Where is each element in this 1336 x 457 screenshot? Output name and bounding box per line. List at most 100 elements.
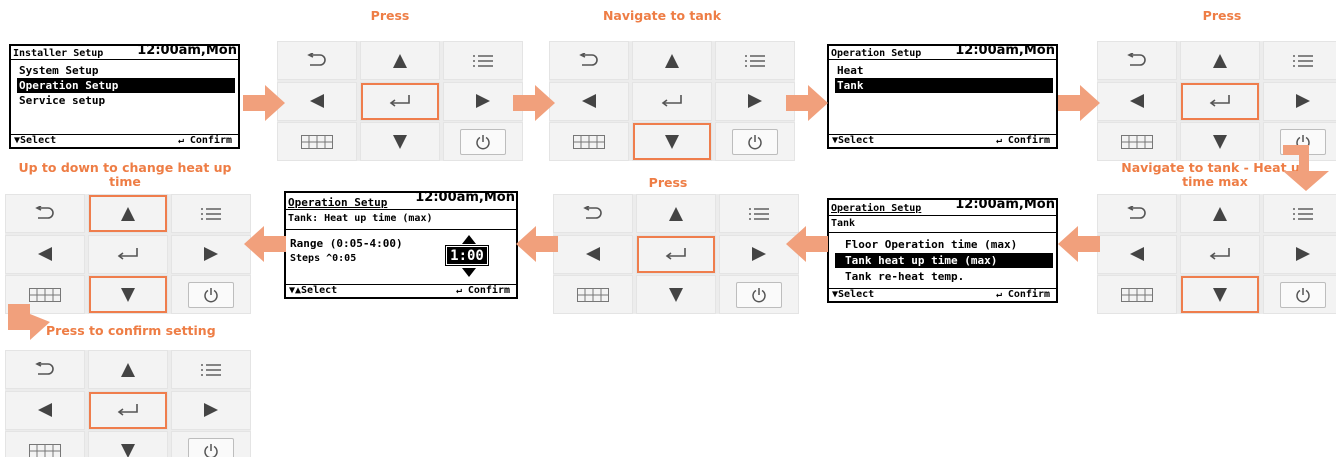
enter-key[interactable] [88, 390, 168, 430]
down-key[interactable] [1180, 122, 1260, 161]
left-key[interactable] [553, 234, 633, 274]
lcd-divider [829, 232, 1056, 233]
menu-item-operation-setup[interactable]: Operation Setup [17, 78, 235, 93]
up-key[interactable] [636, 194, 716, 233]
enter-key[interactable] [636, 234, 716, 274]
caption-navigate-tank-heat: Navigate to tank - Heat up time max [1121, 160, 1309, 189]
grid-icon [1121, 287, 1153, 302]
power-key[interactable] [1263, 275, 1336, 314]
left-key[interactable] [1097, 81, 1177, 121]
menu-item-tank[interactable]: Tank [835, 78, 1053, 93]
back-icon [583, 205, 603, 222]
menu-key[interactable] [171, 350, 251, 389]
back-key[interactable] [553, 194, 633, 233]
left-key[interactable] [5, 390, 85, 430]
back-key[interactable] [5, 350, 85, 389]
right-key[interactable] [171, 234, 251, 274]
right-key[interactable] [1263, 234, 1336, 274]
value-up-arrow-icon[interactable] [462, 235, 476, 244]
down-key[interactable] [1180, 275, 1260, 314]
keypad-4 [1097, 194, 1336, 314]
back-icon [1127, 52, 1147, 69]
menu-key[interactable] [1263, 194, 1336, 233]
power-key[interactable] [443, 122, 523, 161]
grid-key[interactable] [549, 122, 629, 161]
enter-key[interactable] [632, 81, 712, 121]
enter-key[interactable] [360, 81, 440, 121]
up-icon [393, 53, 407, 68]
down-key[interactable] [636, 275, 716, 314]
right-key[interactable] [1263, 81, 1336, 121]
lcd-header: Operation Setup 12:00am,Mon [829, 200, 1056, 216]
back-key[interactable] [277, 41, 357, 80]
up-icon [121, 362, 135, 377]
left-key[interactable] [5, 234, 85, 274]
down-key[interactable] [88, 431, 168, 457]
back-key[interactable] [5, 194, 85, 233]
menu-item-system-setup[interactable]: System Setup [19, 64, 99, 77]
down-key[interactable] [360, 122, 440, 161]
menu-key[interactable] [715, 41, 795, 80]
right-key[interactable] [171, 390, 251, 430]
grid-key[interactable] [1097, 122, 1177, 161]
grid-key[interactable] [1097, 275, 1177, 314]
lcd-time: 12:00am,Mon [137, 44, 237, 58]
menu-key[interactable] [1263, 41, 1336, 80]
up-key[interactable] [88, 194, 168, 233]
menu-item-floor-operation-time[interactable]: Floor Operation time (max) [845, 238, 1018, 251]
steps-label: Steps ^0:05 [290, 253, 357, 264]
up-key[interactable] [1180, 41, 1260, 80]
enter-icon [665, 248, 687, 260]
power-key[interactable] [171, 431, 251, 457]
back-key[interactable] [549, 41, 629, 80]
up-icon [1213, 53, 1227, 68]
up-key[interactable] [88, 350, 168, 389]
flow-arrow-right-3 [786, 85, 828, 121]
footer-select-label: ▼Select [832, 135, 875, 146]
menu-icon [749, 207, 769, 221]
up-key[interactable] [1180, 194, 1260, 233]
enter-key[interactable] [88, 234, 168, 274]
menu-key[interactable] [719, 194, 799, 233]
grid-key[interactable] [277, 122, 357, 161]
left-key[interactable] [549, 81, 629, 121]
right-icon [476, 94, 490, 108]
lcd-header: Operation Setup 12:00am,Mon [829, 46, 1056, 60]
power-key[interactable] [719, 275, 799, 314]
back-key[interactable] [1097, 194, 1177, 233]
menu-item-service-setup[interactable]: Service setup [19, 94, 106, 107]
flow-arrow-left-1 [1058, 226, 1100, 262]
left-key[interactable] [277, 81, 357, 121]
menu-item-heat[interactable]: Heat [837, 64, 864, 77]
lcd-screen-tank-menu: Operation Setup 12:00am,Mon Tank Floor O… [827, 198, 1058, 303]
grid-icon [29, 443, 61, 457]
up-key[interactable] [360, 41, 440, 80]
value-down-arrow-icon[interactable] [462, 268, 476, 277]
down-key[interactable] [632, 122, 712, 161]
menu-item-tank-reheat-temp[interactable]: Tank re-heat temp. [845, 270, 965, 283]
right-key[interactable] [443, 81, 523, 121]
enter-key[interactable] [1180, 81, 1260, 121]
back-icon [35, 361, 55, 378]
menu-icon [745, 54, 765, 68]
time-value[interactable]: 1:00 [445, 245, 489, 266]
back-key[interactable] [1097, 41, 1177, 80]
down-key[interactable] [88, 275, 168, 314]
caption-press-1: Press [370, 8, 410, 23]
power-key[interactable] [715, 122, 795, 161]
power-key[interactable] [171, 275, 251, 314]
menu-key[interactable] [443, 41, 523, 80]
up-key[interactable] [632, 41, 712, 80]
right-key[interactable] [719, 234, 799, 274]
menu-key[interactable] [171, 194, 251, 233]
right-icon [1296, 94, 1310, 108]
menu-item-tank-heat-up-time[interactable]: Tank heat up time (max) [835, 253, 1053, 268]
grid-key[interactable] [5, 431, 85, 457]
left-icon [1130, 94, 1144, 108]
right-key[interactable] [715, 81, 795, 121]
enter-key[interactable] [1180, 234, 1260, 274]
up-icon [121, 206, 135, 221]
grid-key[interactable] [553, 275, 633, 314]
left-key[interactable] [1097, 234, 1177, 274]
down-icon [121, 443, 135, 457]
